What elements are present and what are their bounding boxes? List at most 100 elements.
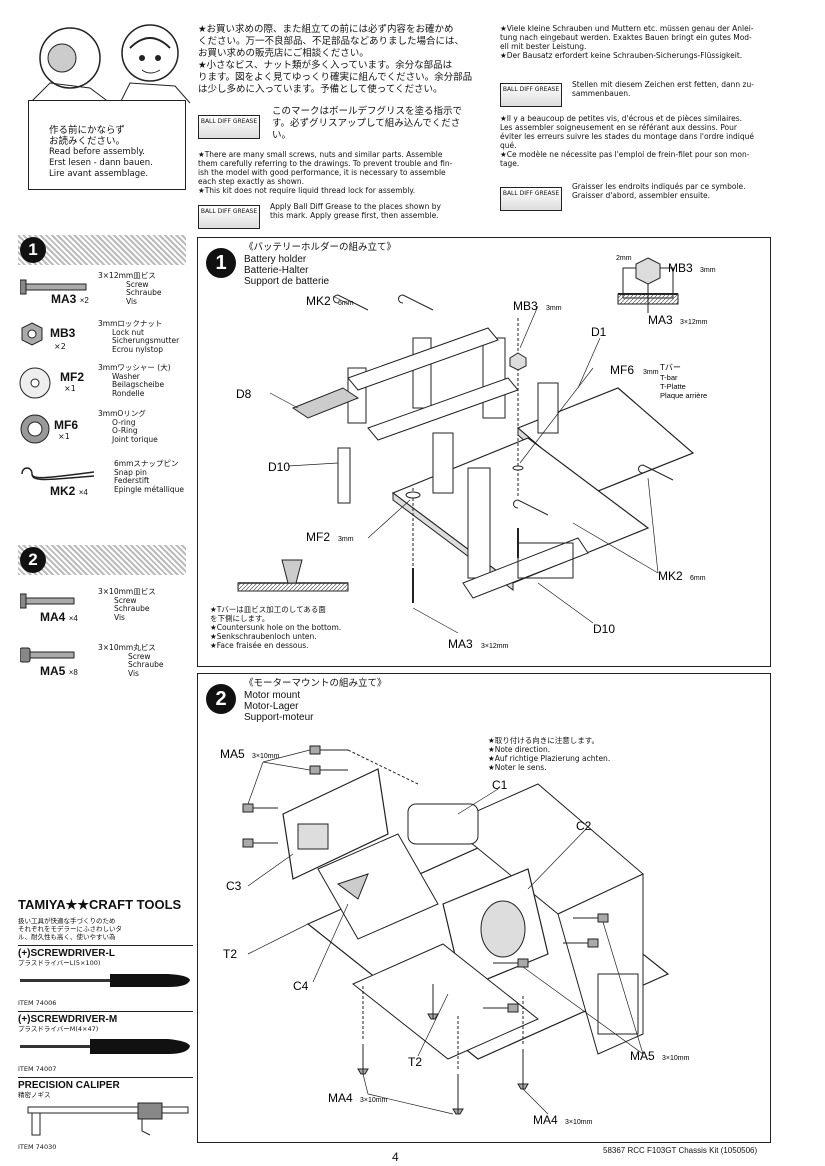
jp-note-line: ります。図をよく見てゆっくり確実に組んでください。余分部品 [198, 72, 473, 83]
read-before-sign: 作る前にかならず お読みください。 Read before assembly. … [28, 100, 186, 190]
fr-note-line: ★Il y a beaucoup de petites vis, d'écrou… [500, 114, 743, 123]
screwdriver-icon [20, 1039, 190, 1054]
fr-note-line: tage. [500, 159, 520, 168]
grease-en-text: Apply Ball Diff Grease to the places sho… [270, 202, 495, 220]
en-note-line: ★There are many small screws, nuts and s… [198, 150, 443, 159]
screwdriver-icon [20, 974, 190, 987]
grease-en-line: this mark. Apply grease first, then asse… [270, 211, 439, 220]
tool-item: PRECISION CALIPER 精密ノギス ITEM 74030 [18, 1077, 193, 1151]
grease-mark-de: BALL DIFF GREASE [500, 76, 562, 107]
en-notes: ★There are many small screws, nuts and s… [198, 150, 493, 195]
step1-title-fr: Support de batterie [244, 276, 330, 287]
de-note-line: ell mit bester Leistung. [500, 42, 587, 51]
sign-line-fr: Lire avant assemblage. [49, 169, 149, 179]
part-ma3: MA3 ×2 3×12mm皿ビス Screw Schraube Vis [18, 271, 198, 318]
svg-text:T-bar: T-bar [660, 373, 678, 382]
tool-name: (+)SCREWDRIVER-M [18, 1014, 118, 1025]
grease-tube-icon: BALL DIFF GREASE [500, 187, 562, 211]
svg-text:2mm: 2mm [616, 255, 632, 262]
tool-item-no: ITEM 74007 [18, 1065, 57, 1073]
svg-text:3mm: 3mm [338, 536, 354, 543]
sign-line-en: Read before assembly. [49, 147, 145, 157]
grease-tube-icon: BALL DIFF GREASE [198, 205, 260, 229]
grease-de-text: Stellen mit diesem Zeichen erst fetten, … [572, 80, 812, 98]
de-notes: ★Viele kleine Schrauben und Muttern etc.… [500, 24, 820, 60]
svg-text:T-Platte: T-Platte [660, 382, 686, 391]
part-code: MB3 [50, 326, 76, 340]
fr-note-line: éviter les erreurs suivre les stades du … [500, 132, 754, 141]
svg-text:C1: C1 [492, 778, 508, 792]
svg-text:MF6: MF6 [610, 363, 634, 377]
part-mf2: MF2 ×1 3mmワッシャー (大) Washer Beilagscheibe… [18, 363, 198, 410]
jp-note-line: ください。万一不良部品、不足部品などありました場合には、 [198, 36, 465, 47]
part-code: MA4 ×4 [40, 610, 78, 624]
svg-text:MF2: MF2 [306, 530, 330, 544]
svg-text:6mm: 6mm [690, 575, 706, 582]
svg-text:MA4: MA4 [328, 1091, 353, 1105]
part-mk2: MK2 ×4 6mmスナップピン Snap pin Federstift Epi… [18, 459, 198, 506]
svg-text:MK2: MK2 [658, 569, 683, 583]
lock-nut-icon [21, 322, 43, 346]
step1-note: ★Tバーは皿ビス加工のしてある面 を下側にします。 ★Countersunk h… [210, 605, 380, 650]
tool-item: (+)SCREWDRIVER-L プラスドライバーL(5×100) ITEM 7… [18, 945, 193, 1007]
tool-item-no: ITEM 74006 [18, 999, 57, 1007]
part-code: MF2 [60, 370, 84, 384]
header-illustration [10, 8, 195, 203]
part-qty: ×2 [54, 342, 66, 351]
tool-item-no: ITEM 74030 [18, 1143, 57, 1151]
tool-name: PRECISION CALIPER [18, 1080, 120, 1091]
svg-text:3mm: 3mm [546, 305, 562, 312]
grease-mark-fr: BALL DIFF GREASE [500, 180, 562, 211]
svg-text:D1: D1 [591, 325, 607, 339]
step1-title: 《バッテリーホルダーの組み立て》 Battery holder Batterie… [244, 242, 396, 287]
kit-code: 58367 RCC F103GT Chassis Kit (1050506) [603, 1146, 758, 1155]
grease-de-line: Stellen mit diesem Zeichen erst fetten, … [572, 80, 754, 89]
tool-jp: プラスドライバーL(5×100) [18, 959, 101, 967]
part-desc: 3mmOリング O-ring O-Ring Joint torique [98, 409, 158, 444]
svg-text:3×10mm: 3×10mm [360, 1097, 388, 1104]
svg-text:D10: D10 [268, 460, 290, 474]
caliper-icon [27, 1102, 189, 1136]
step2-title-en: Motor mount [244, 690, 301, 701]
step1-parts-number: 1 [20, 237, 46, 263]
motor-mount-diagram: MA5 3×10mm C1 C2 C3 T2 C4 T2 MA5 3×10mm … [220, 745, 690, 1127]
jp-note-line: ★お買い求めの際、また組立ての前には必ず内容をお確かめ [198, 24, 454, 35]
step2-parts-number: 2 [20, 547, 46, 573]
svg-text:MB3: MB3 [513, 299, 538, 313]
part-code: MA3 ×2 [51, 292, 89, 306]
jp-note-line: ★小さなビス、ナット類が多く入っています。余分な部品は [198, 60, 453, 71]
step2-number: 2 [206, 684, 236, 714]
note-line: ★Auf richtige Plazierung achten. [488, 754, 611, 763]
svg-text:Tバー: Tバー [660, 363, 681, 372]
grease-tube-icon: BALL DIFF GREASE [198, 115, 260, 139]
svg-text:3×10mm: 3×10mm [662, 1055, 690, 1062]
step2-parts-header [18, 545, 186, 575]
jp-notes: ★お買い求めの際、また組立ての前には必ず内容をお確かめ ください。万一不良部品、… [198, 24, 488, 96]
grease-mark-en: BALL DIFF GREASE [198, 198, 260, 229]
screw-icon [20, 593, 75, 609]
grease-tube-icon: BALL DIFF GREASE [500, 83, 562, 107]
inset-detail [617, 257, 679, 313]
svg-text:MA5: MA5 [220, 747, 245, 761]
part-mf6: MF6 ×1 3mmOリング O-ring O-Ring Joint toriq… [18, 409, 198, 456]
tool-item: (+)SCREWDRIVER-M プラスドライバーM(4×47) ITEM 74… [18, 1011, 193, 1073]
screw-icon [20, 647, 75, 663]
svg-text:T2: T2 [223, 947, 237, 961]
step2-note: ★取り付ける向きに注意します。 ★Note direction. ★Auf ri… [488, 736, 648, 772]
svg-text:6mm: 6mm [338, 300, 354, 307]
svg-text:3×12mm: 3×12mm [481, 643, 509, 650]
tool-name: (+)SCREWDRIVER-L [18, 948, 115, 959]
part-code: MK2 ×4 [50, 484, 88, 498]
svg-text:3×12mm: 3×12mm [680, 319, 708, 326]
grease-en-line: Apply Ball Diff Grease to the places sho… [270, 202, 441, 211]
grease-jp-line: このマークはボールデフグリスを塗る指示で [272, 106, 463, 117]
note-line: ★取り付ける向きに注意します。 [488, 736, 599, 745]
o-ring-icon [20, 414, 50, 444]
step1-title-en: Battery holder [244, 254, 307, 265]
screw-icon [20, 279, 87, 295]
grease-jp-text: このマークはボールデフグリスを塗る指示で す。必ずグリスアップして組み込んでくだ… [272, 106, 492, 142]
svg-text:D8: D8 [236, 387, 252, 401]
en-note-line: ★This kit does not require liquid thread… [198, 186, 416, 195]
jp-note-line: は少し多めに入っています。予備として使ってください。 [198, 84, 443, 95]
tools-tagline: 扱い工具が快適な手づくりのためそれぞれをモデラーにふさわしいタル、耐久性も高く、… [18, 917, 122, 941]
